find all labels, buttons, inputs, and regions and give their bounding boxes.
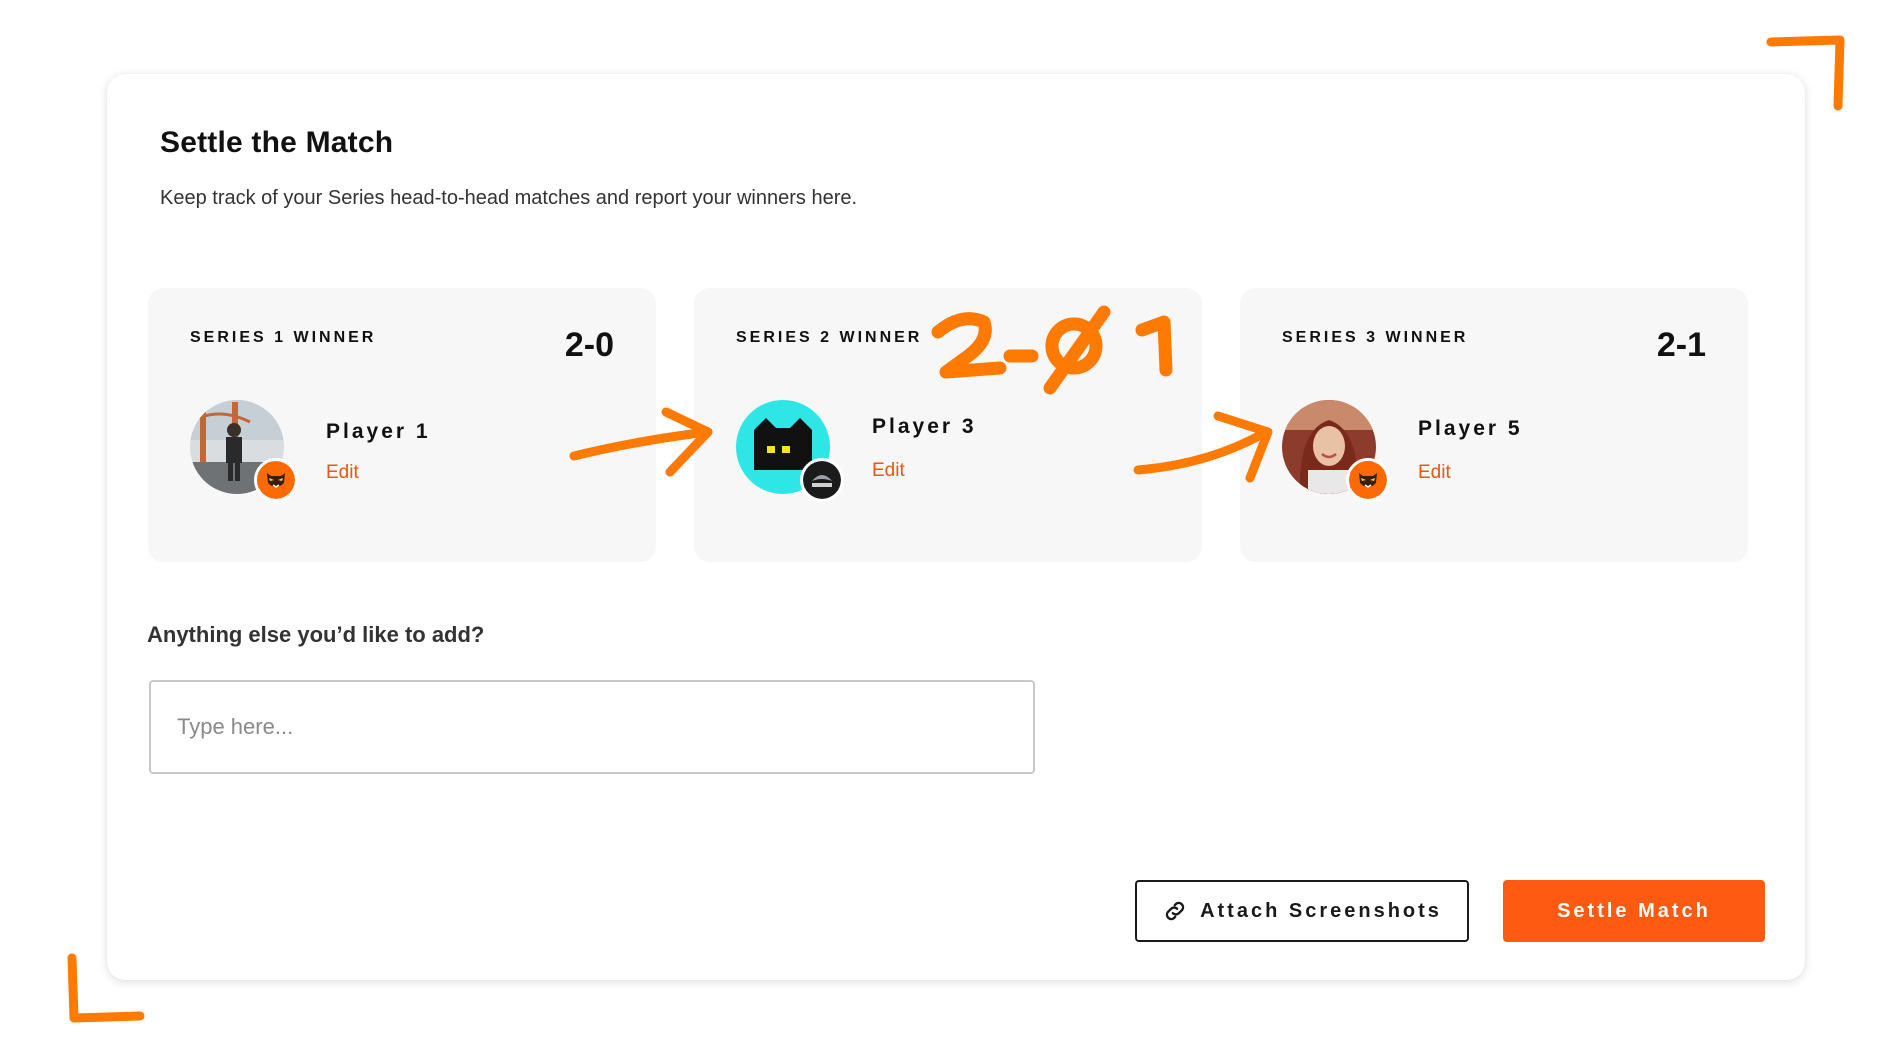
player-name: Player 5: [1418, 417, 1523, 440]
page-subtitle: Keep track of your Series head-to-head m…: [160, 187, 858, 209]
series-3-card: SERIES 3 WINNER 2-1: [1240, 288, 1748, 562]
attach-screenshots-button[interactable]: Attach Screenshots: [1135, 880, 1469, 942]
link-icon: [1162, 898, 1188, 924]
attach-screenshots-label: Attach Screenshots: [1200, 899, 1442, 922]
series-label: SERIES 2 WINNER: [736, 329, 923, 346]
series-1-card: SERIES 1 WINNER 2-0: [148, 288, 656, 562]
edit-winner-link[interactable]: Edit: [872, 460, 905, 481]
tiger-team-badge-icon: [1346, 458, 1390, 502]
series-2-card: SERIES 2 WINNER 2-01 Player 3 Edit: [694, 288, 1202, 562]
settle-match-button[interactable]: Settle Match: [1503, 880, 1765, 942]
series-score: 2-0: [564, 326, 614, 364]
player-avatar: [736, 400, 830, 494]
edit-winner-link[interactable]: Edit: [326, 462, 359, 483]
series-label: SERIES 3 WINNER: [1282, 329, 1469, 346]
notes-input[interactable]: [149, 680, 1035, 774]
tiger-team-badge-icon: [254, 458, 298, 502]
player-name: Player 1: [326, 420, 431, 443]
raven-team-badge-icon: [800, 458, 844, 502]
player-name: Player 3: [872, 415, 977, 438]
settle-match-panel: Settle the Match Keep track of your Seri…: [107, 74, 1805, 980]
series-label: SERIES 1 WINNER: [190, 329, 377, 346]
series-score: 2-1: [1656, 326, 1706, 364]
notes-question-label: Anything else you’d like to add?: [147, 622, 485, 647]
page-title: Settle the Match: [160, 126, 394, 159]
edit-winner-link[interactable]: Edit: [1418, 462, 1451, 483]
